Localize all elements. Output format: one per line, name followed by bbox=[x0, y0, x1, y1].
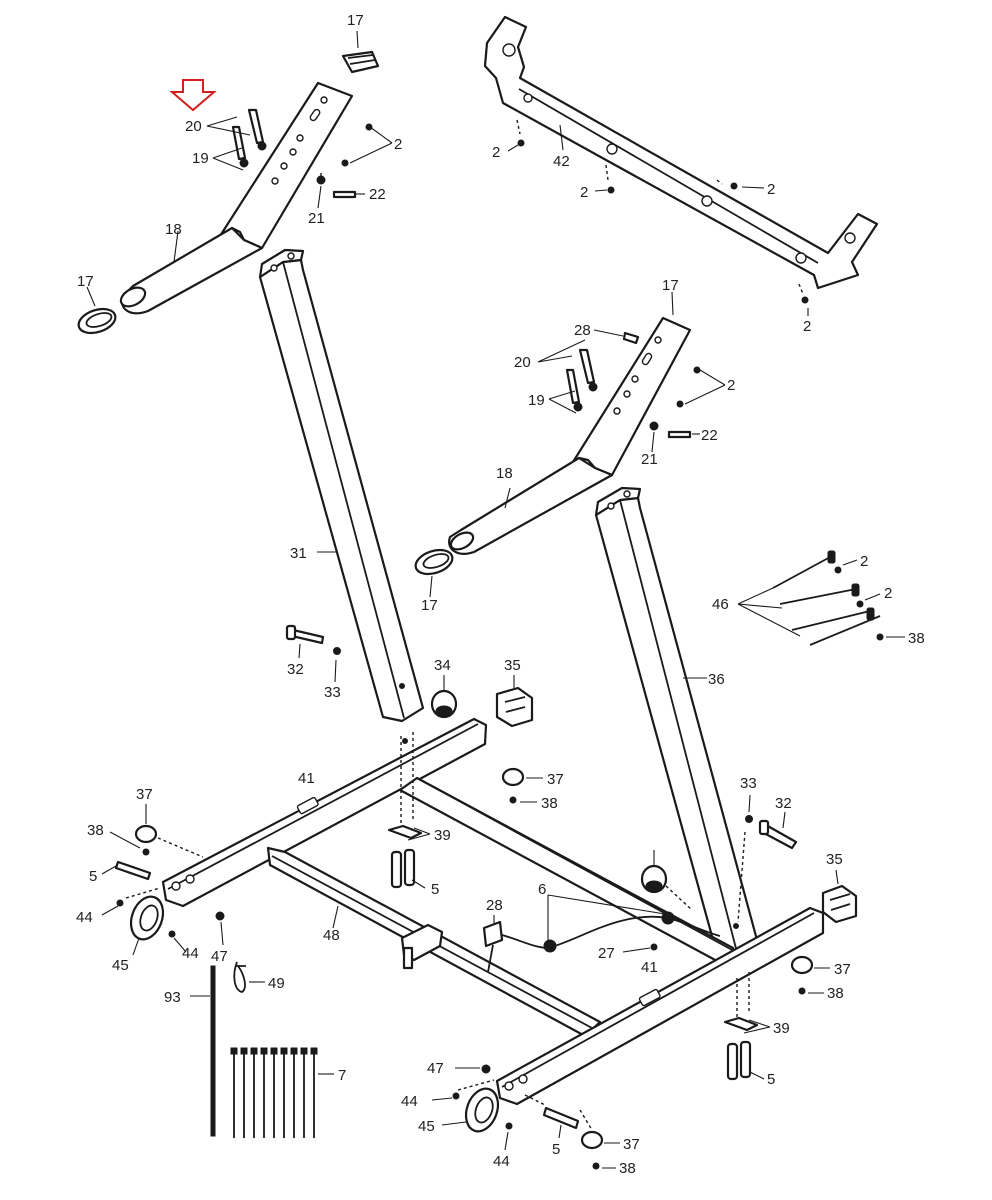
end-cap bbox=[414, 548, 454, 576]
part-label-17: 17 bbox=[347, 12, 364, 29]
part-label-5: 5 bbox=[552, 1141, 560, 1158]
part-label-21: 21 bbox=[308, 210, 325, 227]
part-label-34: 34 bbox=[434, 657, 451, 674]
part-label-47: 47 bbox=[211, 948, 228, 965]
part-label-18: 18 bbox=[496, 465, 513, 482]
part-label-7: 7 bbox=[338, 1067, 346, 1084]
part-label-2: 2 bbox=[803, 318, 811, 335]
part-label-38: 38 bbox=[541, 795, 558, 812]
part-label-48: 48 bbox=[323, 927, 340, 944]
part-label-33: 33 bbox=[740, 775, 757, 792]
part-label-44: 44 bbox=[76, 909, 93, 926]
part-label-27: 27 bbox=[598, 945, 615, 962]
part-label-37: 37 bbox=[834, 961, 851, 978]
down-arrow-icon bbox=[169, 79, 217, 112]
part-label-28: 28 bbox=[486, 897, 503, 914]
bracket-screws bbox=[507, 119, 809, 316]
part-label-37: 37 bbox=[623, 1136, 640, 1153]
part-label-2: 2 bbox=[394, 136, 402, 153]
part-label-42: 42 bbox=[553, 153, 570, 170]
part-label-28: 28 bbox=[574, 322, 591, 339]
part-label-6: 6 bbox=[538, 881, 546, 898]
part-label-2: 2 bbox=[580, 184, 588, 201]
carriage-bolt bbox=[285, 624, 341, 683]
left-upright-tube bbox=[258, 248, 425, 723]
part-label-18: 18 bbox=[165, 221, 182, 238]
part-label-22: 22 bbox=[369, 186, 386, 203]
base-hardware bbox=[101, 675, 858, 1170]
part-label-38: 38 bbox=[827, 985, 844, 1002]
part-label-2: 2 bbox=[727, 377, 735, 394]
top-crossbar-bracket bbox=[483, 15, 879, 290]
part-label-41: 41 bbox=[641, 959, 658, 976]
part-label-31: 31 bbox=[290, 545, 307, 562]
part-label-19: 19 bbox=[528, 392, 545, 409]
part-label-19: 19 bbox=[192, 150, 209, 167]
base-frame bbox=[161, 717, 825, 1106]
part-label-17: 17 bbox=[421, 597, 438, 614]
part-label-36: 36 bbox=[708, 671, 725, 688]
part-label-5: 5 bbox=[431, 881, 439, 898]
part-label-5: 5 bbox=[767, 1071, 775, 1088]
part-label-2: 2 bbox=[860, 553, 868, 570]
part-label-37: 37 bbox=[547, 771, 564, 788]
part-labels: 17 20 19 2 22 21 18 17 2 42 2 2 2 17 28 … bbox=[76, 12, 925, 1177]
part-label-39: 39 bbox=[434, 827, 451, 844]
part-label-20: 20 bbox=[514, 354, 531, 371]
part-label-46: 46 bbox=[712, 596, 729, 613]
long-bolts bbox=[737, 550, 905, 646]
part-label-38: 38 bbox=[908, 630, 925, 647]
part-label-35: 35 bbox=[826, 851, 843, 868]
part-label-45: 45 bbox=[418, 1118, 435, 1135]
part-label-2: 2 bbox=[767, 181, 775, 198]
part-label-2: 2 bbox=[884, 585, 892, 602]
part-label-37: 37 bbox=[136, 786, 153, 803]
part-label-32: 32 bbox=[287, 661, 304, 678]
part-label-33: 33 bbox=[324, 684, 341, 701]
part-label-32: 32 bbox=[775, 795, 792, 812]
fastener bbox=[316, 123, 373, 199]
part-label-20: 20 bbox=[185, 118, 202, 135]
part-label-44: 44 bbox=[182, 945, 199, 962]
part-label-38: 38 bbox=[619, 1160, 636, 1177]
part-label-45: 45 bbox=[112, 957, 129, 974]
part-label-17: 17 bbox=[77, 273, 94, 290]
part-label-22: 22 bbox=[701, 427, 718, 444]
part-label-49: 49 bbox=[268, 975, 285, 992]
part-label-2: 2 bbox=[492, 144, 500, 161]
part-label-5: 5 bbox=[89, 868, 97, 885]
part-label-47: 47 bbox=[427, 1060, 444, 1077]
end-cap bbox=[77, 307, 117, 335]
right-upright-handle bbox=[448, 316, 692, 555]
part-label-21: 21 bbox=[641, 451, 658, 468]
part-label-39: 39 bbox=[773, 1020, 790, 1037]
part-label-38: 38 bbox=[87, 822, 104, 839]
end-cap bbox=[341, 50, 380, 74]
part-label-44: 44 bbox=[401, 1093, 418, 1110]
part-label-41: 41 bbox=[298, 770, 315, 787]
part-label-44: 44 bbox=[493, 1153, 510, 1170]
bolt bbox=[231, 108, 267, 168]
leader-lines bbox=[86, 30, 393, 307]
part-label-17: 17 bbox=[662, 277, 679, 294]
right-handle-fasteners bbox=[429, 291, 726, 598]
left-upright-handle bbox=[119, 81, 354, 315]
part-label-93: 93 bbox=[164, 989, 181, 1006]
part-label-35: 35 bbox=[504, 657, 521, 674]
right-upright-tube bbox=[594, 486, 762, 965]
